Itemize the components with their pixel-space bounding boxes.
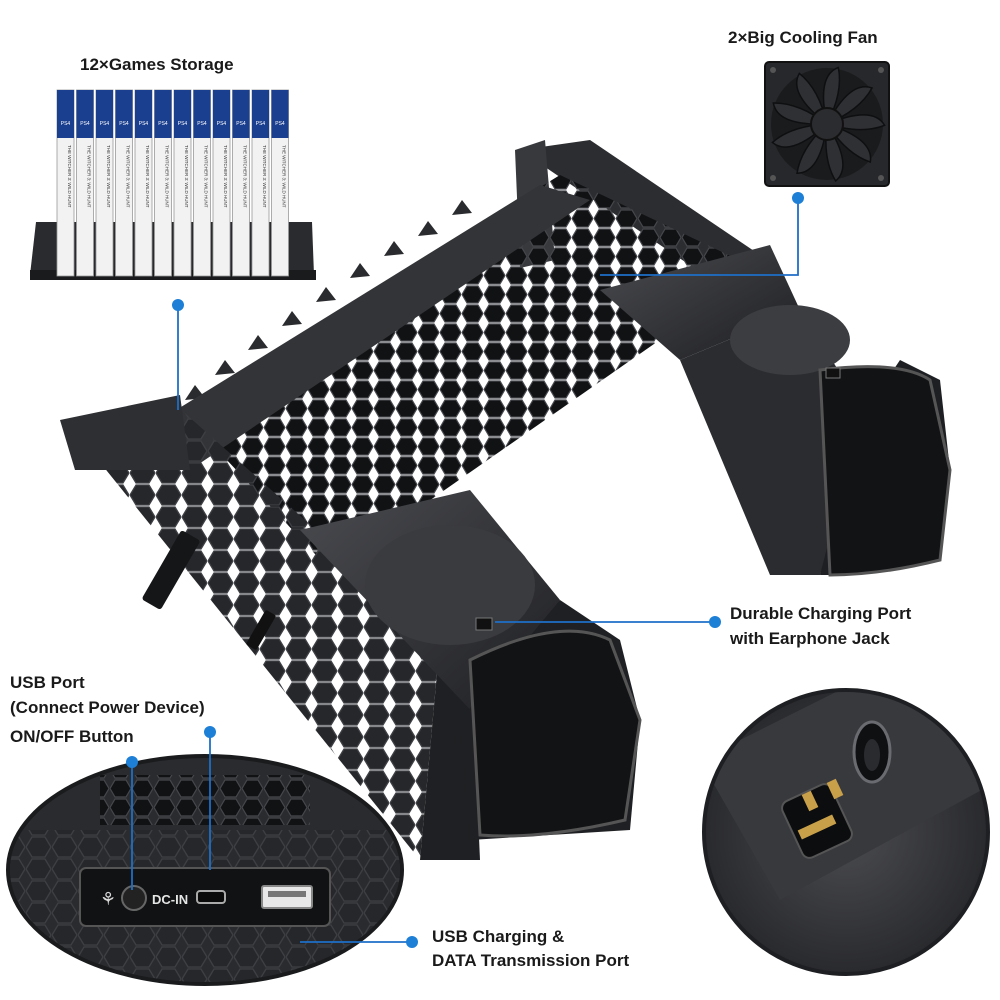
- dc-in-label: DC-IN: [152, 892, 188, 907]
- case-brand-mark: PS4: [158, 121, 168, 127]
- callout-fan: [600, 198, 799, 276]
- case-spine-text: THE WITCHER 3: WILD HUNT: [282, 145, 287, 208]
- case-spine-text: THE WITCHER 3: WILD HUNT: [262, 145, 267, 208]
- callout-dots: [126, 192, 804, 948]
- onoff-button-label: ON/OFF Button: [10, 727, 134, 746]
- case-spine-text: THE WITCHER 3: WILD HUNT: [223, 145, 228, 208]
- case-brand-mark: PS4: [80, 121, 90, 127]
- case-brand-mark: PS4: [139, 121, 149, 127]
- case-spine-text: THE WITCHER 3: WILD HUNT: [126, 145, 131, 208]
- case-brand-mark: PS4: [100, 121, 110, 127]
- case-brand-mark: PS4: [61, 121, 71, 127]
- callout-lines: [131, 198, 799, 943]
- charging-port-label-line2: with Earphone Jack: [730, 629, 890, 648]
- case-spine-text: THE WITCHER 3: WILD HUNT: [87, 145, 92, 208]
- case-brand-mark: PS4: [256, 121, 266, 127]
- port-panel-zoom: ⚘: [6, 754, 404, 986]
- case-brand-mark: PS4: [197, 121, 207, 127]
- usb-port-label-line1: USB Port: [10, 673, 85, 692]
- case-brand-mark: PS4: [119, 121, 129, 127]
- case-spine-text: THE WITCHER 3: WILD HUNT: [67, 145, 72, 208]
- case-spine-text: THE WITCHER 3: WILD HUNT: [145, 145, 150, 208]
- cooling-fan-image: [764, 61, 890, 187]
- usb-charging-label-line2: DATA Transmission Port: [432, 951, 630, 970]
- charging-port-label-line1: Durable Charging Port: [730, 604, 912, 623]
- charging-port-zoom: [702, 688, 990, 976]
- case-spine-text: THE WITCHER 3: WILD HUNT: [184, 145, 189, 208]
- case-spine-text: THE WITCHER 3: WILD HUNT: [165, 145, 170, 208]
- usb-port-label-line2: (Connect Power Device): [10, 698, 205, 717]
- cooling-fan-label: 2×Big Cooling Fan: [728, 28, 878, 47]
- case-brand-mark: PS4: [275, 121, 285, 127]
- usb-charging-label-line1: USB Charging &: [432, 927, 565, 946]
- case-spine-text: THE WITCHER 3: WILD HUNT: [106, 145, 111, 208]
- case-spine-text: THE WITCHER 3: WILD HUNT: [243, 145, 248, 208]
- case-brand-mark: PS4: [178, 121, 188, 127]
- svg-text:⚘: ⚘: [100, 889, 116, 910]
- case-brand-mark: PS4: [217, 121, 227, 127]
- case-spine-text: THE WITCHER 3: WILD HUNT: [204, 145, 209, 208]
- games-storage-label: 12×Games Storage: [80, 55, 234, 74]
- cooling-stand-product: [60, 140, 952, 860]
- case-brand-mark: PS4: [236, 121, 246, 127]
